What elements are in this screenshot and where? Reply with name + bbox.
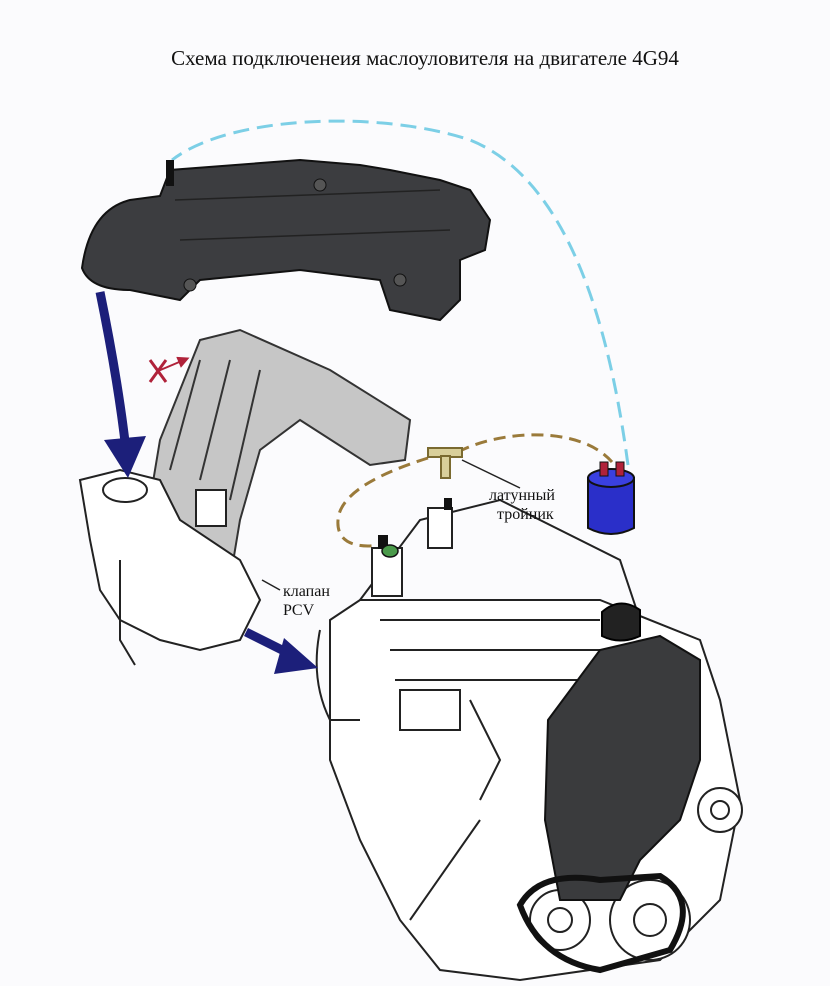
intake-cover-fitting (166, 160, 174, 186)
pcv-valve (378, 535, 399, 558)
pcv-label-line2: PCV (283, 602, 315, 619)
pcv-label-line1: клапан (283, 583, 330, 600)
tee-label-line1: латунный (489, 487, 555, 504)
brass-tee-icon (427, 447, 463, 479)
intake-air-cover (80, 158, 492, 322)
tee-leader-line (461, 459, 521, 489)
valve-cover-fitting (444, 498, 452, 510)
pcv-leader-line (261, 579, 281, 591)
oil-filler-cap (601, 602, 641, 642)
tee-label-line2: тройник (497, 506, 554, 523)
catch-can-icon (587, 461, 635, 535)
flow-arrow-manifold-to-engine (243, 627, 318, 674)
hose-catchcan-to-intake (171, 119, 630, 466)
drive-belt (516, 872, 686, 974)
pcv-label: клапан PCV (283, 582, 330, 620)
hose-tee-to-pcv (336, 456, 429, 548)
timing-belt-cover (543, 634, 701, 901)
diagram-title: Схема подключенеия маслоуловителя на дви… (171, 46, 679, 70)
flow-arrow-cover-to-throttle (95, 291, 146, 478)
tee-label: латунный тройник (489, 486, 555, 524)
x-mark-icon (148, 356, 190, 383)
throttle-body (78, 468, 262, 666)
hose-tee-to-catchcan (457, 433, 614, 463)
